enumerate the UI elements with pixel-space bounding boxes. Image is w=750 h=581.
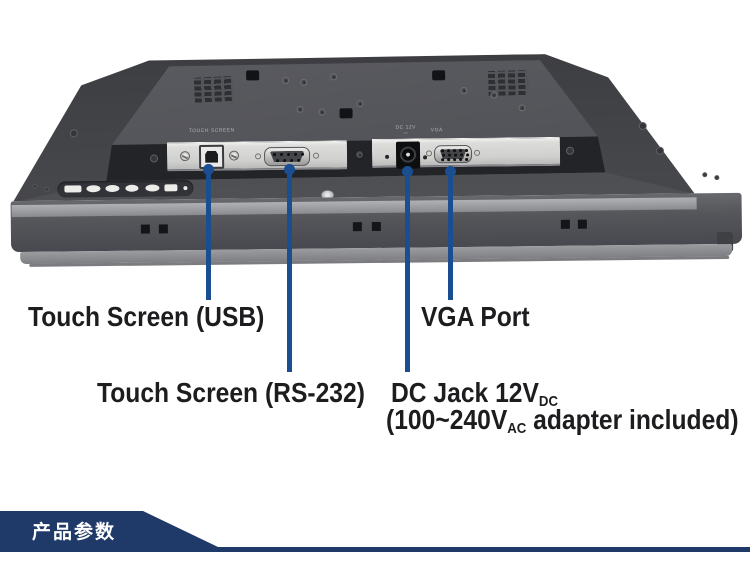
osd-button bbox=[105, 184, 120, 193]
screw bbox=[32, 183, 38, 189]
ac-subscript: AC bbox=[507, 420, 527, 437]
screw bbox=[180, 151, 191, 162]
bezel-vent bbox=[140, 224, 150, 234]
screw bbox=[638, 121, 647, 131]
bezel-vent bbox=[158, 224, 168, 234]
screw bbox=[356, 100, 364, 108]
label-touch-screen-usb: Touch Screen (USB) bbox=[28, 301, 265, 332]
bezel-vent bbox=[560, 219, 570, 229]
panel-hole bbox=[385, 154, 390, 159]
osd-button bbox=[125, 184, 139, 192]
callout-line-usb bbox=[203, 164, 214, 300]
screw bbox=[282, 76, 290, 85]
adapter-text-pre: (100~240V bbox=[386, 404, 508, 435]
screw bbox=[330, 73, 338, 81]
osd-button bbox=[145, 184, 160, 192]
osd-button bbox=[64, 185, 82, 193]
screw bbox=[318, 108, 326, 116]
mount-hook bbox=[246, 70, 260, 81]
label-touch-screen-rs232: Touch Screen (RS-232) bbox=[97, 377, 365, 408]
screw bbox=[565, 146, 575, 155]
label-vga-port: VGA Port bbox=[421, 301, 530, 332]
screw bbox=[355, 150, 365, 160]
screw bbox=[44, 186, 50, 192]
screw bbox=[300, 78, 308, 86]
dc-subscript: DC bbox=[538, 393, 559, 410]
mount-hook bbox=[432, 70, 446, 81]
screw bbox=[460, 86, 468, 95]
osd-button bbox=[86, 185, 101, 193]
bezel-vent bbox=[371, 221, 381, 232]
banner-title: 产品参数 bbox=[32, 521, 117, 543]
panel-hole bbox=[423, 155, 428, 160]
label-dc-jack: DC Jack 12VDC bbox=[391, 377, 559, 410]
screw bbox=[702, 172, 708, 178]
screw bbox=[490, 91, 498, 99]
bezel-vent bbox=[577, 219, 587, 229]
io-panel-video-power bbox=[371, 136, 561, 169]
monitor-rear-photo: TOUCH SCREEN DC 12V ⎓ VGA bbox=[0, 0, 750, 304]
screw bbox=[714, 175, 720, 181]
label-adapter: (100~240VAC adapter included) bbox=[386, 404, 739, 437]
callout-line-vga bbox=[445, 166, 456, 300]
bezel-vent bbox=[352, 222, 362, 232]
engraving-vga: VGA bbox=[430, 127, 443, 134]
screw bbox=[150, 154, 159, 163]
db9-pins bbox=[273, 153, 277, 157]
io-panel-touch bbox=[166, 140, 348, 172]
osd-button-strip bbox=[57, 180, 194, 198]
screw bbox=[296, 105, 304, 113]
hex-standoff bbox=[474, 149, 481, 156]
hex-standoff bbox=[313, 152, 320, 159]
osd-led bbox=[183, 186, 188, 191]
hex-standoff bbox=[426, 150, 433, 157]
section-banner: 产品参数 bbox=[0, 509, 750, 553]
osd-button bbox=[164, 184, 178, 192]
screw bbox=[655, 146, 665, 155]
callout-line-dc bbox=[402, 166, 413, 372]
engraving-touch-screen: TOUCH SCREEN bbox=[188, 127, 235, 135]
screw bbox=[518, 104, 526, 112]
vent-grille-left bbox=[193, 75, 234, 103]
vga-pins bbox=[440, 149, 445, 153]
mount-hook bbox=[339, 108, 353, 119]
engraving-dc-symbol: ⎓ bbox=[403, 130, 409, 137]
screw bbox=[69, 129, 78, 138]
screw bbox=[228, 150, 240, 161]
vga-port bbox=[433, 144, 473, 164]
callout-line-rs232 bbox=[284, 164, 295, 372]
hex-standoff bbox=[255, 153, 262, 160]
adapter-text-post: adapter included) bbox=[526, 404, 739, 435]
dc-jack bbox=[395, 141, 421, 169]
dc-jack-text: DC Jack 12V bbox=[391, 377, 539, 408]
